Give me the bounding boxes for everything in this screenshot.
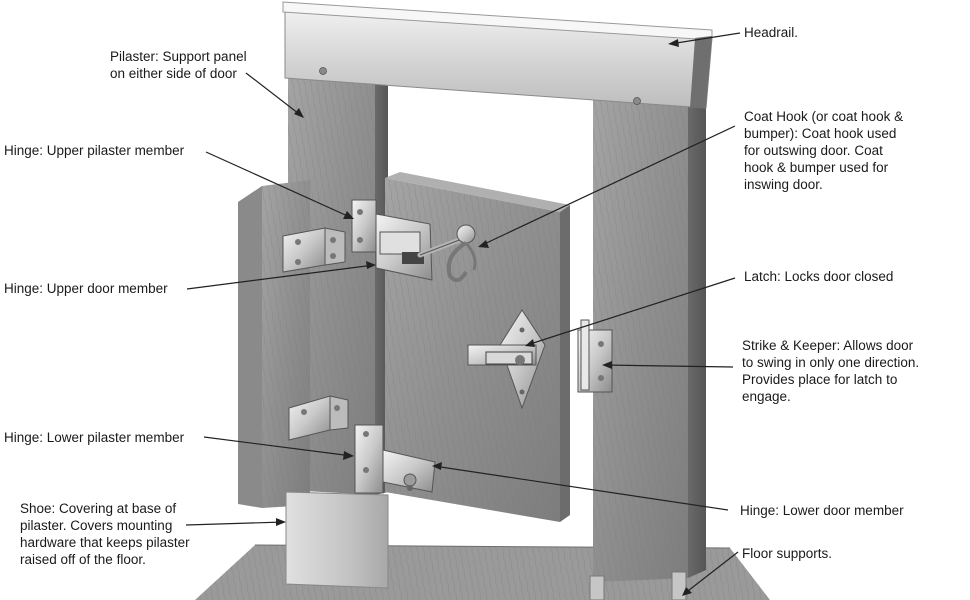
latch-hardware xyxy=(467,309,546,410)
label-latch: Latch: Locks door closed xyxy=(744,269,894,284)
leader-hinge-upper-pilaster xyxy=(205,151,353,219)
leader-floor-supports xyxy=(683,551,739,595)
lower-hinge-hardware xyxy=(288,395,436,494)
leader-headrail xyxy=(669,32,741,45)
floor-support-feet xyxy=(589,571,687,600)
label-strike-keeper: Strike & Keeper: Allows door to swing in… xyxy=(742,338,920,404)
headrail xyxy=(282,1,713,109)
label-floor-supports: Floor supports. xyxy=(742,546,833,561)
leader-lines xyxy=(185,32,741,596)
leader-latch xyxy=(526,277,736,346)
leader-hinge-lower-pilaster xyxy=(203,436,353,457)
coat-hook xyxy=(417,224,477,283)
shoe xyxy=(285,491,389,589)
label-headrail: Headrail. xyxy=(744,25,799,40)
leader-hinge-upper-door xyxy=(186,264,375,290)
label-hinge-lower-door: Hinge: Lower door member xyxy=(740,503,904,518)
leader-shoe xyxy=(185,521,285,526)
leader-coat-hook xyxy=(479,125,736,247)
leader-hinge-lower-door xyxy=(433,465,729,511)
upper-hinge-hardware xyxy=(282,199,433,281)
label-hinge-upper-pilaster: Hinge: Upper pilaster member xyxy=(4,143,185,158)
label-hinge-lower-pilaster: Hinge: Lower pilaster member xyxy=(4,430,185,445)
leader-pilaster xyxy=(245,72,304,118)
label-hinge-upper-door: Hinge: Upper door member xyxy=(4,281,168,296)
right-pilaster xyxy=(593,95,706,582)
strike-keeper-hardware xyxy=(577,319,613,393)
front-pilaster-panel xyxy=(238,180,310,508)
leader-strike-keeper xyxy=(603,364,734,368)
label-pilaster: Pilaster: Support panel on either side o… xyxy=(110,49,247,81)
label-coat-hook: Coat Hook (or coat hook & bumper): Coat … xyxy=(744,109,904,192)
label-shoe: Shoe: Covering at base of pilaster. Cove… xyxy=(20,501,190,567)
